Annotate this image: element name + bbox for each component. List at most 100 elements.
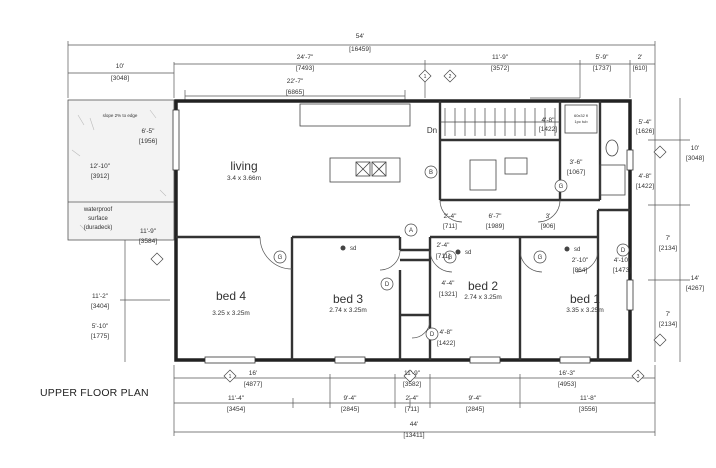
dim-bot-a1-mm: [4877]	[244, 381, 262, 388]
dim-int-g-ft: 4'-10"	[614, 257, 631, 264]
dim-right-e-mm: [4267]	[686, 285, 704, 292]
room-labels: living 3.4 x 3.66m bed 4 3.25 x 3.25m be…	[212, 113, 604, 317]
dim-bot-a2-ft: 11'-9"	[404, 370, 421, 377]
symbol-g-4: G	[538, 255, 543, 261]
windows	[172, 109, 634, 364]
symbol-d-2: D	[621, 248, 626, 254]
dim-bot-b4-ft: 9'-4"	[469, 395, 483, 402]
dim-bot-a3-mm: [4953]	[558, 381, 576, 388]
dim-bot-a1-ft: 16'	[249, 370, 257, 377]
symbol-circles	[273, 165, 630, 341]
dim-bot-b4-mm: [2845]	[466, 406, 484, 413]
symbol-b: B	[429, 170, 433, 176]
dim-int-h-mm: [1321]	[439, 291, 457, 298]
room-bed3-size: 2.74 x 3.25m	[329, 307, 367, 314]
dim-right-c-ft: 4'-8"	[639, 173, 653, 180]
symbol-circle-labels: G A D B G D D G G	[278, 170, 626, 338]
deck-surface-2: surface	[88, 216, 108, 222]
dim-int-h-ft: 4'-4"	[442, 280, 456, 287]
dim-left-b-ft: 12'-10"	[90, 163, 111, 170]
dim-bot-b1-ft: 11'-4"	[228, 395, 245, 402]
dim-top-a-mm: [7493]	[296, 65, 314, 72]
dim-left-d-ft: 11'-2"	[92, 293, 109, 300]
grid-marker-labels: 1 2 1 3	[229, 74, 640, 380]
door-swings	[259, 199, 599, 339]
dim-top-c-mm: [3572]	[491, 65, 509, 72]
deck-surface-3: (duradeck)	[84, 225, 113, 231]
dim-int-a-mm: [1067]	[567, 169, 585, 176]
room-bed1-size: 3.35 x 3.25m	[566, 307, 604, 314]
dim-int-c-mm: [1989]	[486, 223, 504, 230]
grid-mark-3: 3	[637, 374, 640, 380]
dim-int-a-ft: 3'-6"	[570, 159, 584, 166]
dim-right-b-mm: [3048]	[686, 155, 704, 162]
dim-stair-ft: 4'-8"	[542, 117, 556, 124]
dim-int-d-mm: [906]	[541, 223, 556, 230]
tub-label-2: 1pc tub	[574, 119, 588, 124]
smoke-detectors: sd sd sd	[340, 245, 580, 256]
dim-right-b-ft: 10'	[691, 145, 699, 152]
dim-bot-b5-ft: 11'-8"	[580, 395, 597, 402]
symbol-g-2: G	[559, 184, 564, 190]
bottom-dimension-lines	[173, 365, 656, 436]
stair-dn-label: Dn	[427, 126, 437, 135]
dim-bot-a2-mm: [3582]	[403, 381, 421, 388]
dimension-text: 54' [16459] 10' [3048] 24'-7" [7493] 22'…	[90, 33, 704, 439]
dim-bot-b2-ft: 9'-4"	[344, 395, 358, 402]
symbol-g-3: G	[448, 255, 453, 261]
dim-bot-b3-mm: [711]	[405, 406, 419, 413]
dim-int-i-ft: 4'-8"	[440, 329, 454, 336]
dim-top-c-ft: 11'-9"	[492, 54, 509, 61]
dim-int-i-mm: [1422]	[437, 340, 455, 347]
dim-top-d-mm: [1737]	[593, 65, 611, 72]
grid-mark-1b: 1	[229, 374, 232, 380]
dim-right-f-ft: 7'	[666, 311, 671, 318]
dim-right-a-mm: [1626]	[636, 128, 654, 135]
dim-int-b-ft: 2'-4"	[444, 213, 458, 220]
sd-label-3: sd	[574, 247, 580, 253]
dim-int-f-ft: 2'-10"	[572, 257, 589, 264]
dim-bot-overall-mm: [13411]	[403, 432, 424, 439]
dim-bot-overall-ft: 44'	[410, 421, 418, 428]
dim-top-left-mm: [3048]	[111, 75, 129, 82]
dim-top-a-ft: 24'-7"	[297, 54, 314, 61]
dim-bot-b1-mm: [3454]	[227, 406, 245, 413]
dim-left-c-mm: [3584]	[139, 238, 157, 245]
dim-bot-b2-mm: [2845]	[341, 406, 359, 413]
symbol-d-3: D	[430, 332, 435, 338]
grid-mark-1: 1	[424, 74, 427, 80]
dim-left-c-ft: 11'-9"	[140, 228, 157, 235]
dim-top-b-ft: 22'-7"	[287, 78, 304, 85]
dim-top-b-mm: [6865]	[286, 89, 304, 96]
dim-top-left-ft: 10'	[116, 63, 124, 70]
dim-right-f-mm: [2134]	[659, 321, 677, 328]
dim-int-d-ft: 3'	[546, 213, 551, 220]
room-bed2-size: 2.74 x 3.25m	[464, 294, 502, 301]
dim-stair-mm: [1422]	[539, 126, 557, 133]
interior-walls	[176, 101, 630, 360]
dim-bot-a3-ft: 16'-3"	[559, 370, 576, 377]
sd-label-1: sd	[350, 246, 356, 252]
dim-top-e-ft: 2'	[638, 54, 643, 61]
room-bed3-name: bed 3	[333, 292, 363, 306]
dim-int-c-ft: 6'-7"	[489, 213, 503, 220]
room-bed4-size: 3.25 x 3.25m	[212, 310, 250, 317]
kitchen	[299, 103, 411, 183]
top-dimension-lines	[67, 41, 656, 100]
room-living-size: 3.4 x 3.66m	[227, 175, 261, 182]
dim-right-c-mm: [1422]	[636, 183, 654, 190]
tub-label-1: 60x32 fl	[574, 113, 588, 118]
dim-int-b-mm: [711]	[443, 223, 457, 230]
dim-int-e-mm: [711]	[436, 253, 450, 260]
sd-label-2: sd	[465, 250, 471, 256]
dim-top-e-mm: [610]	[633, 65, 648, 72]
dim-left-d-mm: [3404]	[91, 303, 109, 310]
bath-fixtures	[469, 104, 626, 196]
dim-top-d-ft: 5'-9"	[596, 54, 610, 61]
room-bed2-name: bed 2	[468, 279, 498, 293]
room-bed4-name: bed 4	[216, 289, 246, 303]
exterior-walls	[174, 99, 632, 362]
dim-top-overall-mm: [16459]	[349, 46, 371, 53]
dim-right-a-ft: 5'-4"	[639, 119, 653, 126]
